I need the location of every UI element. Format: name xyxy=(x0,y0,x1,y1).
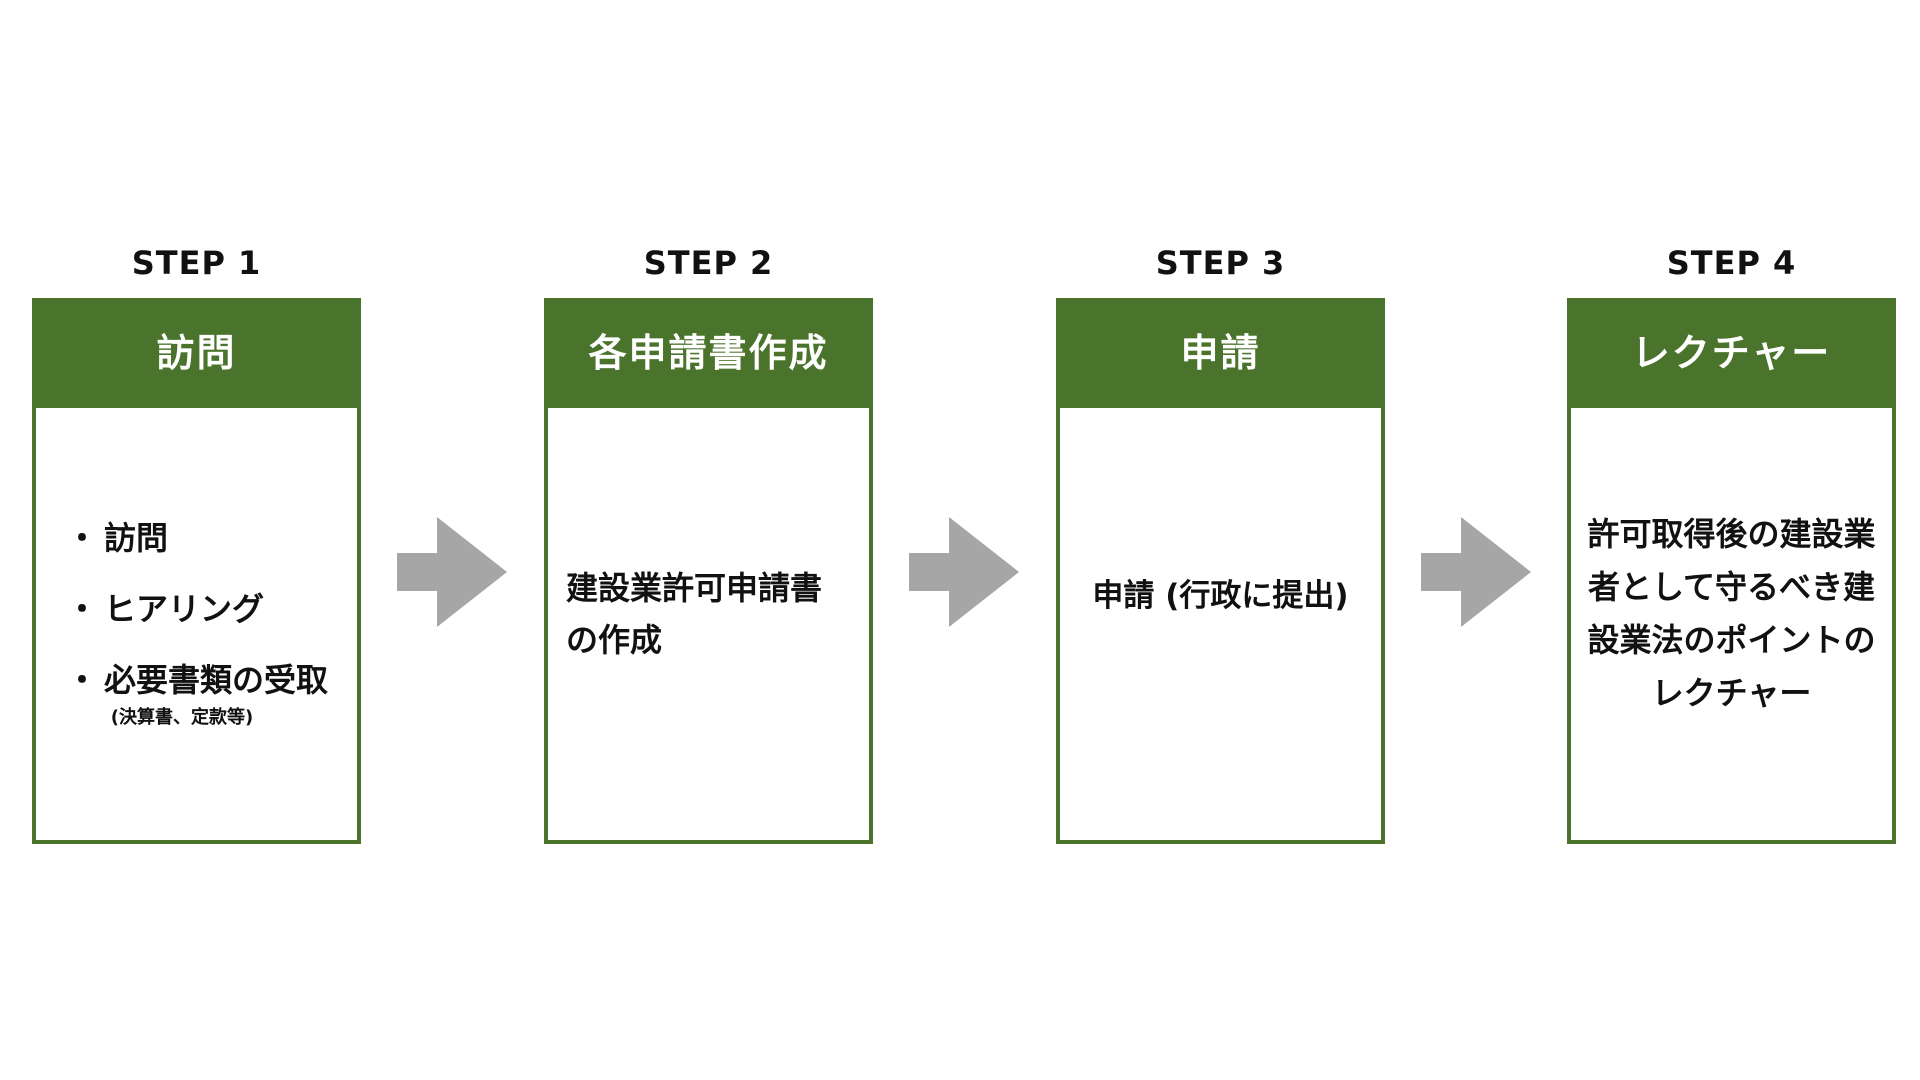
step-1: STEP 1 訪問 ・訪問 ・ヒアリング ・必要書類の受取 (決算書、定款等) xyxy=(32,244,361,844)
step-body: 申請 (行政に提出) xyxy=(1060,408,1381,840)
step-label: STEP 4 xyxy=(1666,244,1797,282)
step-body: 許可取得後の建設業者として守るべき建設業法のポイントのレクチャー xyxy=(1571,408,1892,840)
step-4: STEP 4 レクチャー 許可取得後の建設業者として守るべき建設業法のポイントの… xyxy=(1567,244,1896,844)
step-3: STEP 3 申請 申請 (行政に提出) xyxy=(1056,244,1385,844)
list-item: ・訪問 xyxy=(66,519,169,557)
step-body: 建設業許可申請書の作成 xyxy=(548,408,869,840)
step-description: 建設業許可申請書の作成 xyxy=(566,569,823,659)
step-header: 申請 xyxy=(1056,298,1385,408)
step-card: 訪問 ・訪問 ・ヒアリング ・必要書類の受取 (決算書、定款等) xyxy=(32,298,361,844)
step-2: STEP 2 各申請書作成 建設業許可申請書の作成 xyxy=(544,244,873,844)
step-header: レクチャー xyxy=(1567,298,1896,408)
step-card: 申請 申請 (行政に提出) xyxy=(1056,298,1385,844)
step-description: 許可取得後の建設業者として守るべき建設業法のポイントのレクチャー xyxy=(1587,515,1876,712)
list-item: ・ヒアリング xyxy=(66,590,265,628)
arrow-right-icon xyxy=(397,517,507,627)
arrow-right-icon xyxy=(909,517,1019,627)
arrow-right-icon xyxy=(1421,517,1531,627)
step-card: 各申請書作成 建設業許可申請書の作成 xyxy=(544,298,873,844)
step-body: ・訪問 ・ヒアリング ・必要書類の受取 (決算書、定款等) xyxy=(36,408,357,840)
step-description: 申請 (行政に提出) xyxy=(1092,578,1349,614)
bullet-list: ・訪問 ・ヒアリング ・必要書類の受取 (決算書、定款等) xyxy=(36,518,328,730)
step-header: 訪問 xyxy=(32,298,361,408)
list-item-note: (決算書、定款等) xyxy=(110,707,254,728)
step-card: レクチャー 許可取得後の建設業者として守るべき建設業法のポイントのレクチャー xyxy=(1567,298,1896,844)
step-label: STEP 2 xyxy=(643,244,774,282)
list-item: ・必要書類の受取 (決算書、定款等) xyxy=(66,661,329,728)
step-label: STEP 3 xyxy=(1155,244,1286,282)
step-header: 各申請書作成 xyxy=(544,298,873,408)
step-label: STEP 1 xyxy=(131,244,262,282)
